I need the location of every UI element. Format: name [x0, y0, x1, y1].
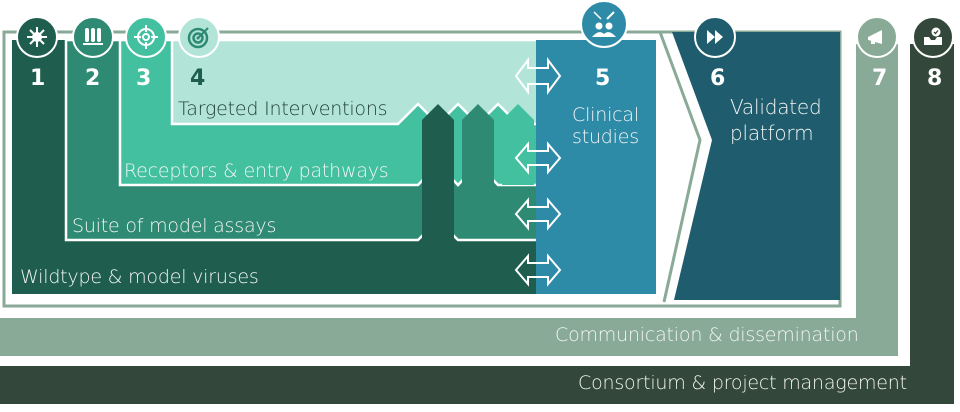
- wp1-label: Wildtype & model viruses: [20, 266, 259, 288]
- wp3-number: 3: [136, 66, 152, 91]
- pillar-light: [502, 104, 534, 185]
- wp8-number: 8: [927, 66, 943, 91]
- virus-icon: [16, 16, 58, 58]
- fast-forward-icon: [694, 16, 736, 58]
- wp5-label-line1: Clinical: [572, 104, 639, 126]
- wp6-platform: [672, 32, 840, 300]
- wp7-label: Communication & dissemination: [555, 324, 859, 346]
- pillar-mid: [462, 104, 494, 185]
- crosshair-target-icon: [125, 16, 167, 58]
- wp5-number: 5: [595, 66, 611, 91]
- test-tubes-icon: [72, 16, 114, 58]
- clinical-study-icon: [580, 0, 628, 48]
- wp7-number: 7: [872, 66, 888, 91]
- wp6-label-line2: platform: [730, 121, 814, 145]
- inbox-check-icon: [912, 16, 954, 58]
- pillar-dark: [422, 104, 454, 240]
- wp6-label: Validated platform: [730, 94, 822, 146]
- megaphone-icon: [856, 16, 898, 58]
- wp6-number: 6: [710, 66, 726, 91]
- wp5-label: Clinical studies: [572, 104, 639, 148]
- wp4-label: Targeted Interventions: [178, 98, 388, 120]
- bullseye-arrow-icon: [178, 16, 220, 58]
- wp2-number: 2: [85, 66, 101, 91]
- wp2-label: Suite of model assays: [72, 215, 277, 237]
- wp3-label: Receptors & entry pathways: [124, 160, 389, 182]
- chevron-frame: [658, 31, 702, 303]
- wp6-label-line1: Validated: [730, 95, 822, 119]
- double-arrow-icon: [514, 57, 562, 287]
- wp1-number: 1: [30, 66, 46, 91]
- wp5-label-line2: studies: [572, 126, 639, 148]
- wp7-band: [0, 44, 898, 356]
- wp8-band: [0, 44, 954, 404]
- outer-frame: [2, 30, 842, 308]
- wp4-number: 4: [190, 66, 206, 91]
- wp8-label: Consortium & project management: [578, 372, 907, 394]
